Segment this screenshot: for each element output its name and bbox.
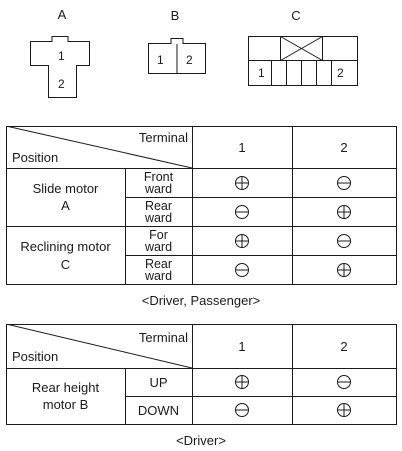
group-name-line-1: Reclining motor xyxy=(20,238,111,254)
connector-c-label: C xyxy=(291,8,301,23)
direction-forward: For ward xyxy=(125,226,192,255)
header-position-label: Position xyxy=(12,149,59,165)
header-terminal-2: 2 xyxy=(340,139,348,155)
direction-forward: Front ward xyxy=(125,168,192,197)
minus-circle-icon xyxy=(235,403,249,417)
direction-line-2: ward xyxy=(144,239,173,254)
direction-line-2: ward xyxy=(144,268,173,283)
plus-circle-icon xyxy=(337,205,351,219)
connector-b-label: B xyxy=(170,8,180,23)
group-name-rear-height-motor: Rear height motor B xyxy=(6,368,125,424)
direction-line-1: Rear xyxy=(144,198,173,213)
header-terminal-1: 1 xyxy=(238,139,246,155)
header-diagonal xyxy=(6,324,192,368)
connector-c-outline xyxy=(248,36,358,86)
minus-circle-icon xyxy=(337,176,351,190)
plus-circle-icon xyxy=(235,176,249,190)
direction-line-1: For xyxy=(149,227,168,242)
direction-line-1: Rear xyxy=(144,256,173,271)
group-name-line-1: Rear height xyxy=(31,380,100,395)
group-name-line-2: C xyxy=(60,256,71,272)
connector-b-pin-1: 1 xyxy=(157,53,164,67)
table-caption: <Driver> xyxy=(176,433,226,448)
plus-circle-icon xyxy=(337,263,351,277)
minus-circle-icon xyxy=(337,375,351,389)
plus-circle-icon xyxy=(337,403,351,417)
direction-line-2: ward xyxy=(144,210,173,225)
group-name-line-1: Slide motor xyxy=(32,181,99,196)
direction-up: UP xyxy=(149,374,168,390)
direction-line-1: Front xyxy=(143,169,174,184)
group-name-reclining-motor: Reclining motor C xyxy=(6,226,125,284)
direction-down: DOWN xyxy=(137,402,180,418)
connector-a-pin-2: 2 xyxy=(58,77,65,91)
connector-c-pin-2: 2 xyxy=(337,66,344,80)
direction-line-2: ward xyxy=(144,181,173,196)
direction-rearward: Rear ward xyxy=(125,255,192,284)
group-name-line-2: A xyxy=(61,198,70,213)
group-name-slide-motor: Slide motor A xyxy=(6,168,125,226)
connector-a-label: A xyxy=(57,7,67,22)
group-name-line-2: motor B xyxy=(42,397,89,412)
table-caption: <Driver, Passenger> xyxy=(141,293,261,308)
header-terminal-label: Terminal xyxy=(138,129,188,145)
header-diagonal xyxy=(6,126,192,168)
plus-circle-icon xyxy=(235,375,249,389)
connector-a-pin-1: 1 xyxy=(58,49,65,63)
minus-circle-icon xyxy=(235,263,249,277)
minus-circle-icon xyxy=(235,205,249,219)
plus-circle-icon xyxy=(235,234,249,248)
direction-rearward: Rear ward xyxy=(125,197,192,226)
header-position-label: Position xyxy=(12,348,59,364)
connector-b-pin-2: 2 xyxy=(186,53,193,67)
connector-b-outline xyxy=(148,38,206,74)
connector-c-pin-1: 1 xyxy=(258,66,265,80)
connector-a-outline xyxy=(30,36,90,98)
minus-circle-icon xyxy=(337,234,351,248)
header-terminal-2: 2 xyxy=(340,338,348,354)
header-terminal-label: Terminal xyxy=(138,329,188,345)
header-terminal-1: 1 xyxy=(238,338,246,354)
